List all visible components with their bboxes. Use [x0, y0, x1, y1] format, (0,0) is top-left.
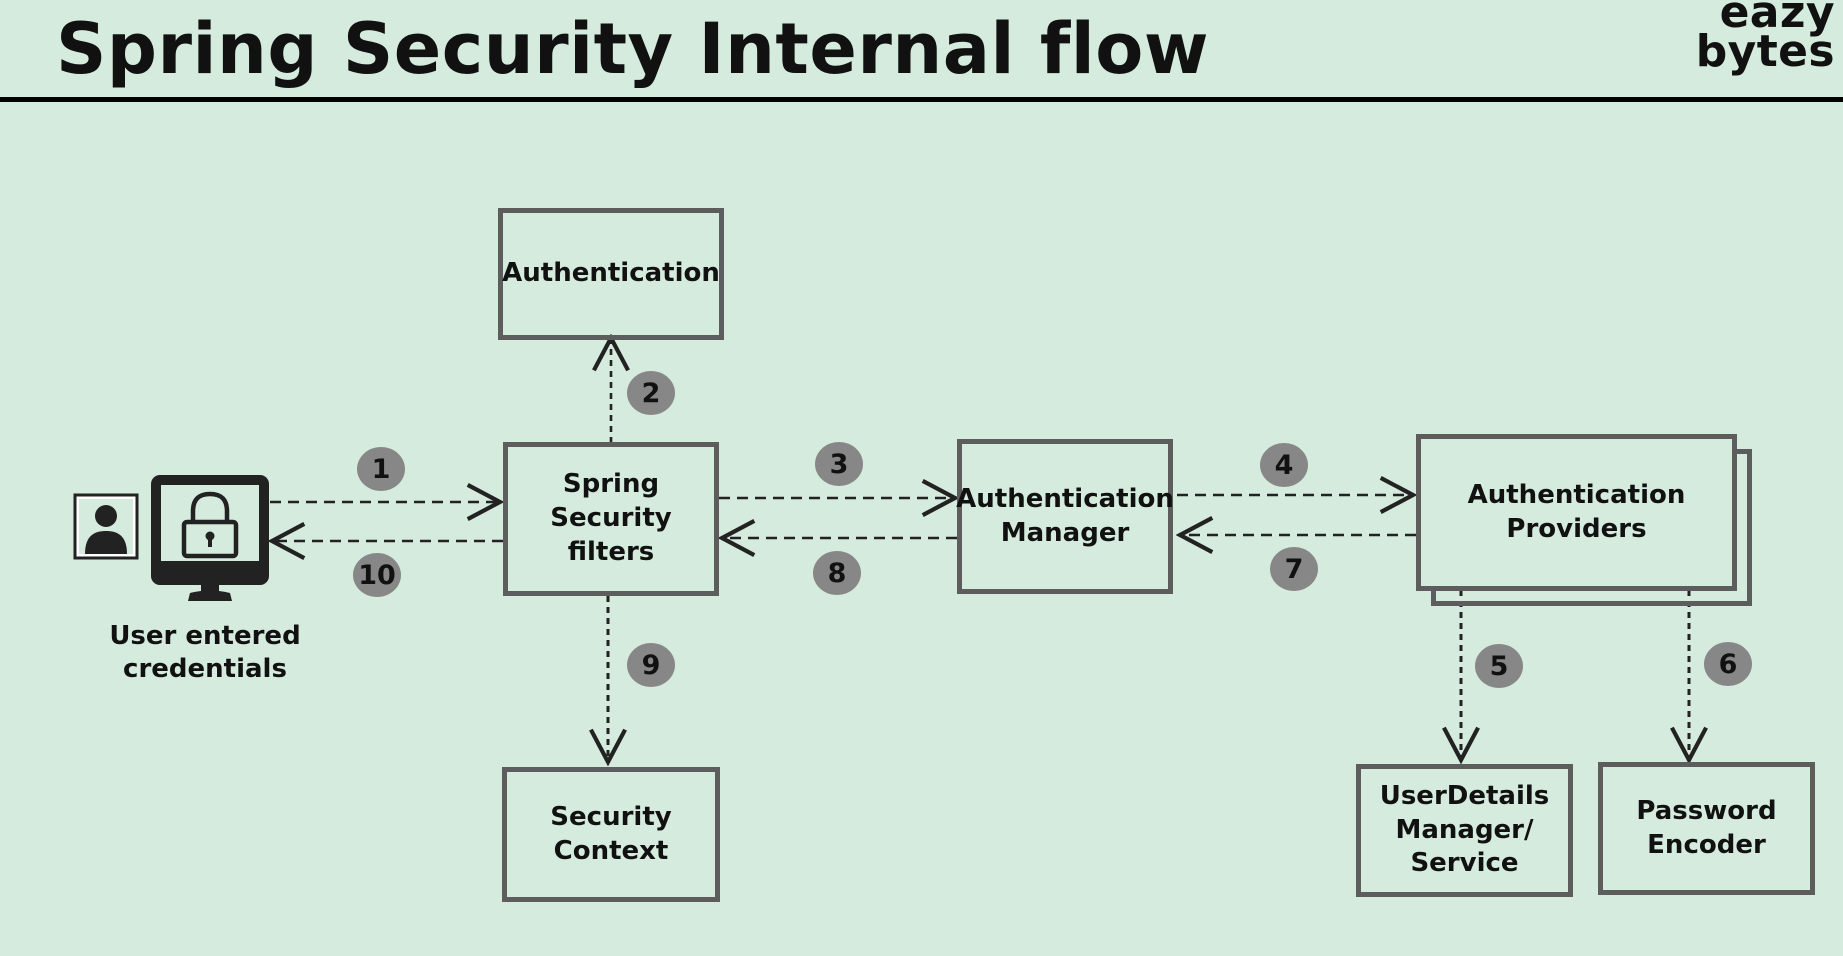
step-badge-9: 9 — [627, 643, 675, 687]
eazybytes-logo: eazy bytes — [1695, 0, 1835, 77]
spring-security-filters-box: Spring Security filters — [503, 442, 719, 596]
person-icon — [73, 493, 139, 560]
step-badge-6: 6 — [1704, 642, 1752, 686]
logo-line-2: bytes — [1695, 25, 1835, 77]
step-badge-4: 4 — [1260, 443, 1308, 487]
user-credentials-caption: User entered credentials — [109, 621, 301, 685]
spring-security-filters-label: Spring Security filters — [550, 469, 672, 567]
authentication-providers-box: Authentication Providers — [1416, 434, 1737, 591]
step-badge-8: 8 — [813, 551, 861, 595]
authentication-providers-label: Authentication Providers — [1467, 479, 1686, 544]
password-encoder-box: Password Encoder — [1598, 762, 1815, 895]
step-badge-1: 1 — [357, 447, 405, 491]
password-encoder-label: Password Encoder — [1636, 795, 1777, 860]
authentication-label: Authentication — [502, 258, 720, 289]
logo-line-1: eazy — [1719, 0, 1835, 38]
userdetails-service-box: UserDetails Manager/ Service — [1356, 764, 1573, 897]
authentication-manager-label: Authentication Manager — [956, 483, 1174, 548]
authentication-manager-box: Authentication Manager — [956, 439, 1174, 594]
title-divider — [0, 97, 1843, 102]
security-context-label: Security Context — [550, 801, 672, 866]
authentication-box: Authentication — [498, 208, 724, 340]
step-badge-5: 5 — [1475, 644, 1523, 688]
step-badge-3: 3 — [815, 442, 863, 486]
userdetails-service-label: UserDetails Manager/ Service — [1379, 780, 1550, 879]
step-badge-10: 10 — [353, 553, 401, 597]
step-badge-7: 7 — [1270, 547, 1318, 591]
monitor-lock-icon — [151, 475, 269, 601]
step-badge-2: 2 — [627, 371, 675, 415]
page-title: Spring Security Internal flow — [56, 8, 1210, 90]
security-context-box: Security Context — [502, 767, 720, 902]
